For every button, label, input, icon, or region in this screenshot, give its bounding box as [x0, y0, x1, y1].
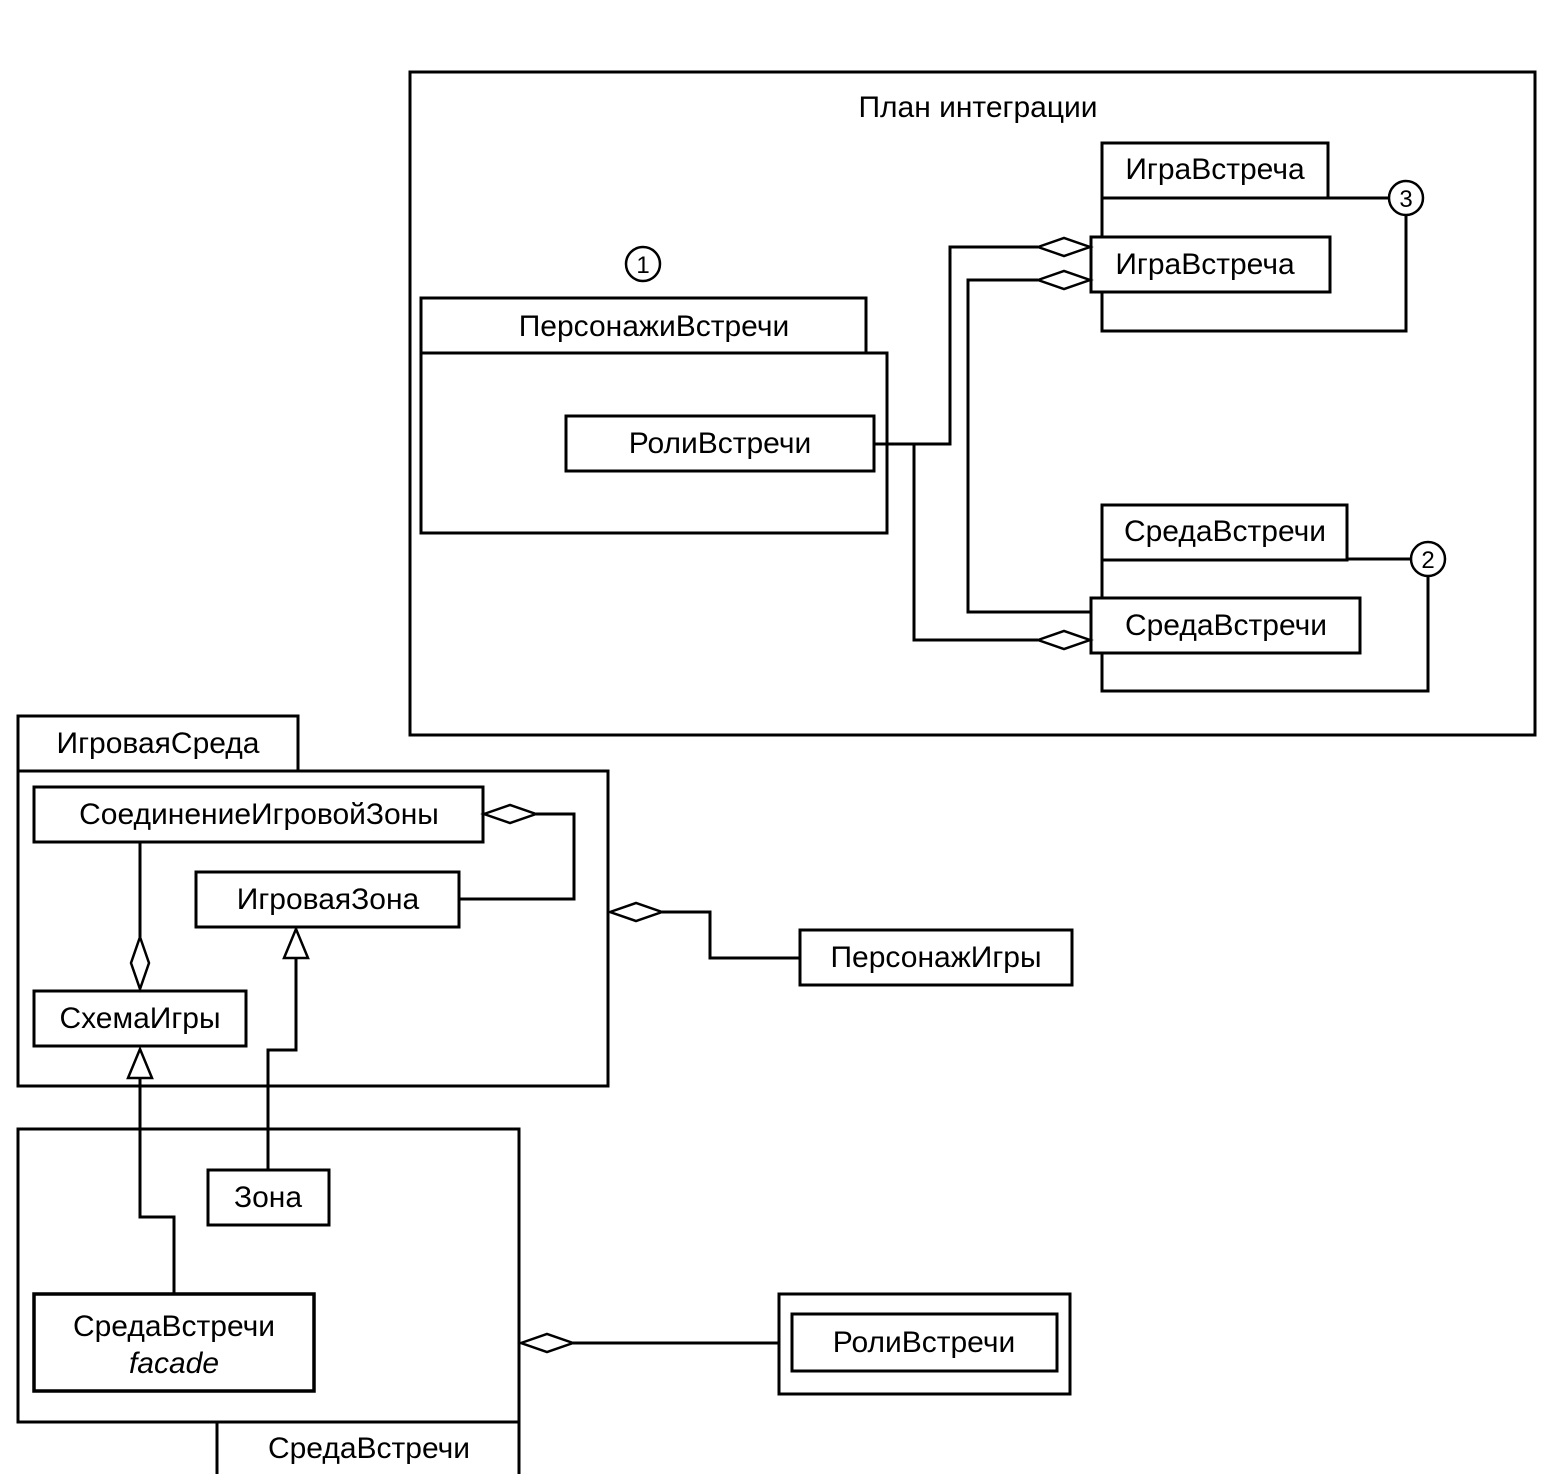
environment-to-game-line [966, 278, 1091, 614]
package-game-environment: ИгроваяСреда СоединениеИгровойЗоны Игров… [16, 714, 610, 1088]
integration-connectors [874, 236, 1094, 651]
package-meeting-environment: СредаВстречи Зона СредаВстречи facade [16, 1127, 521, 1474]
class-game-character-label: ПерсонажИгры [830, 941, 1041, 974]
aggregation-diamond [1034, 269, 1094, 291]
class-game-schema-label: СхемаИгры [59, 1002, 220, 1035]
class-game-schema-box [32, 989, 248, 1048]
class-environment-label: СредаВстречи [1125, 609, 1327, 642]
class-facade-stereotype: facade [129, 1347, 219, 1380]
aggregation-diamond [480, 803, 540, 825]
roles-to-environment-line [912, 444, 1038, 642]
aggregation-diamond [129, 933, 151, 993]
class-facade-label: СредаВстречи [73, 1310, 275, 1343]
class-zone-connection-label: СоединениеИгровойЗоны [79, 798, 439, 831]
class-roles-box [564, 414, 876, 473]
roles-to-game-line [874, 245, 1038, 446]
package-meeting-environment-tab: СредаВстречи [268, 1432, 470, 1465]
class-zone-box [206, 1168, 331, 1227]
class-zone-connection-box [32, 785, 485, 844]
class-meeting-roles: РолиВстречи [517, 1292, 1072, 1396]
class-game-zone-label: ИгроваяЗона [237, 883, 420, 916]
step-number-3: 3 [1399, 186, 1412, 213]
aggregation-diamond [1034, 236, 1094, 258]
aggregation-diamond [517, 1332, 577, 1354]
aggregation-diamond [1034, 629, 1094, 651]
class-environment-box [1089, 596, 1362, 655]
aggregation-diamond [606, 901, 666, 923]
generalization-arrow [282, 925, 310, 960]
class-game-box [1089, 235, 1332, 294]
class-roles-label: РолиВстречи [629, 427, 812, 460]
generalization-facade [126, 1045, 176, 1294]
generalization-zone [266, 925, 310, 1170]
step-marker-3 [1387, 179, 1425, 217]
package-environment-tab: СредаВстречи [1124, 515, 1326, 548]
class-facade-box [32, 1292, 316, 1393]
class-game-character: ПерсонажИгры [606, 901, 1074, 987]
generalization-arrow [126, 1045, 154, 1080]
step-marker-1 [624, 245, 662, 283]
package-game-environment-tab: ИгроваяСреда [57, 727, 260, 760]
class-meeting-roles-label: РолиВстречи [833, 1326, 1016, 1359]
step-marker-2 [1409, 540, 1447, 578]
package-characters: ПерсонажиВстречи РолиВстречи 1 [419, 245, 889, 535]
class-zone-label: Зона [234, 1181, 302, 1214]
step-number-2: 2 [1421, 547, 1434, 574]
class-game-zone-box [194, 870, 461, 929]
package-characters-tab: ПерсонажиВстречи [519, 310, 790, 343]
step-number-1: 1 [636, 252, 649, 279]
package-game: ИграВстреча 3 ИграВстреча [1089, 141, 1425, 333]
package-environment: СредаВстречи 2 СредаВстречи [1089, 503, 1447, 693]
integration-plan-title: План интеграции [858, 91, 1097, 124]
class-game-label: ИграВстреча [1115, 248, 1295, 281]
package-game-tab: ИграВстреча [1125, 153, 1305, 186]
